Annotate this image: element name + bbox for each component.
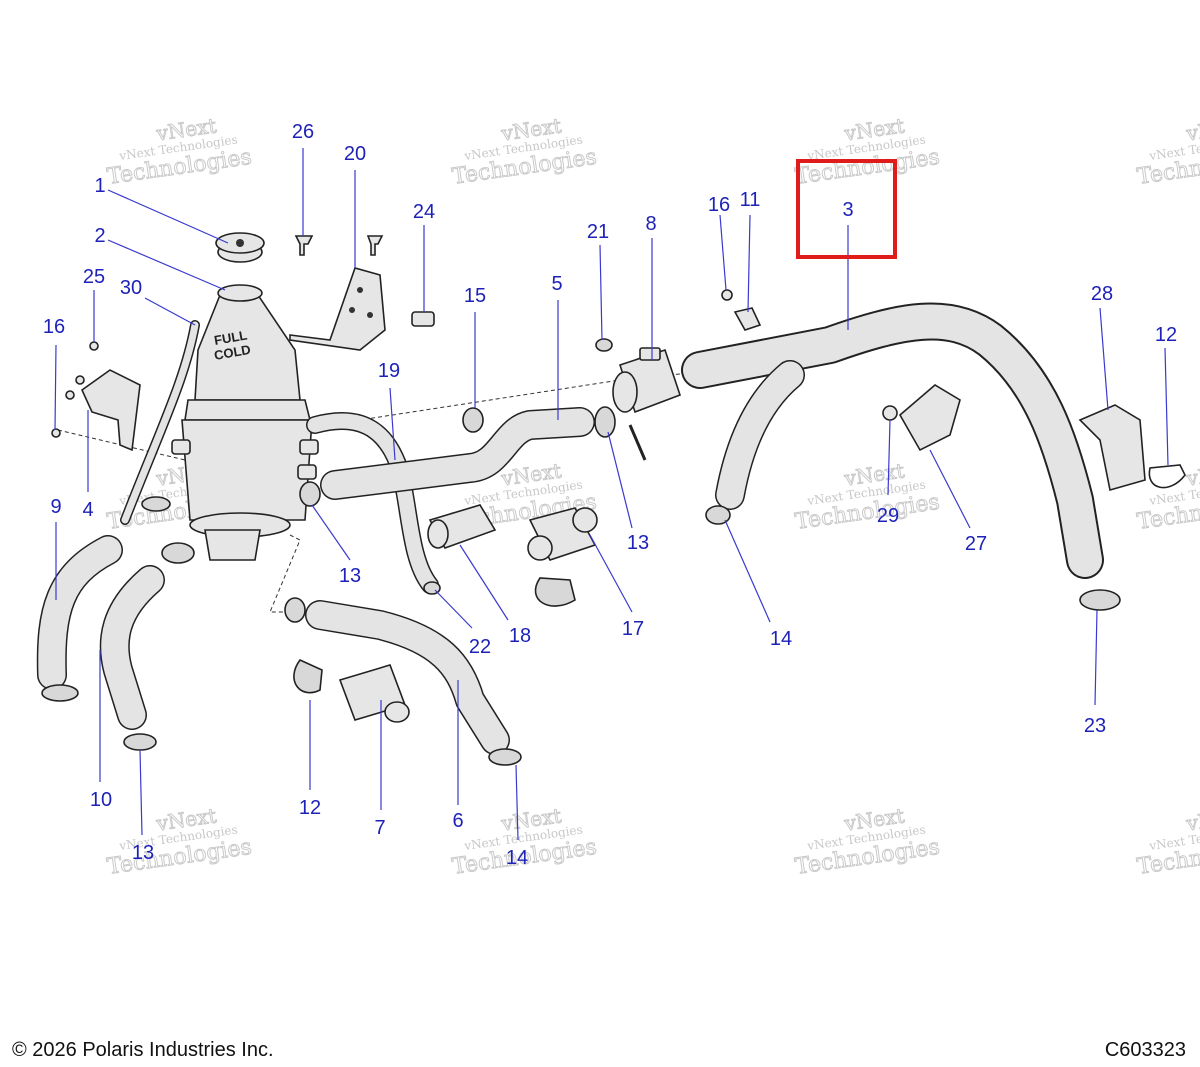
coolant-reservoir: FULL COLD [171,284,319,561]
svg-text:vNext: vNext [1184,803,1200,835]
callout-13-right: 13 [627,532,649,554]
callout-13-center: 13 [339,565,361,587]
callout-19: 19 [378,360,400,382]
radiator-cap [215,232,265,263]
callout-17: 17 [622,618,644,640]
clamps [41,338,1186,766]
watermark: vNext Technologies vNext Technologies [793,458,942,535]
callout-12-bottom: 12 [299,797,321,819]
watermark: vNext Technologies vNext Technologies [450,113,599,190]
hose-6 [306,601,509,754]
bracket-27 [898,384,961,452]
callout-8: 8 [645,213,656,235]
callout-11: 11 [740,189,761,211]
tee-17 [527,507,598,561]
svg-text:vNext: vNext [1184,458,1200,490]
nut-29 [882,405,898,421]
callout-3: 3 [842,199,853,221]
callout-28: 28 [1091,283,1113,305]
callout-30: 30 [120,277,142,299]
watermark: vNext Technologies vNext Technologies [1135,803,1200,880]
callout-25: 25 [83,266,105,288]
leader-lines [54,148,1169,841]
callouts: 1 2 3 4 5 6 7 8 9 10 11 12 12 13 13 13 1… [43,121,1177,869]
watermark: vNext Technologies vNext Technologies [793,803,942,880]
fitting-18 [427,504,497,549]
copyright-text: © 2026 Polaris Industries Inc. [12,1039,274,1061]
hose-10 [101,566,164,729]
callout-7: 7 [374,817,385,839]
callout-20: 20 [344,143,366,165]
parts: FULL COLD [36,232,1186,766]
mount-plate [80,369,141,452]
callout-1: 1 [94,175,105,197]
watermark: vNext Technologies vNext Technologies [793,113,942,190]
highlight-box [796,159,897,259]
elbow-28 [1078,404,1146,492]
hose-19 [307,413,438,593]
callout-26: 26 [292,121,314,143]
callout-4: 4 [82,499,93,521]
callout-14-right: 14 [770,628,792,650]
mount-bracket [289,267,386,351]
callout-13-bottom: 13 [132,842,154,864]
callout-22: 22 [469,636,491,658]
callout-14-bottom: 14 [506,847,528,869]
callout-24: 24 [413,201,435,223]
watermark: vNext Technologies vNext Technologies [105,803,254,880]
watermark: vNext Technologies vNext Technologies [450,803,599,880]
callout-5: 5 [551,273,562,295]
tank-label-cold: COLD [213,342,252,363]
bracket-11 [733,307,762,331]
callout-18: 18 [509,625,531,647]
callout-2: 2 [94,225,105,247]
callout-21: 21 [587,221,609,243]
watermark: vNext Technologies vNext Technologies [1135,113,1200,190]
callout-15: 15 [464,285,486,307]
callout-6: 6 [452,810,463,832]
hose-14-branch [716,361,804,509]
callout-10: 10 [90,789,112,811]
callout-27: 27 [965,533,987,555]
hose-9 [38,536,122,689]
svg-text:vNext: vNext [1184,113,1200,145]
hose-5 [321,408,594,499]
connector [411,311,435,327]
callout-12-right: 12 [1155,324,1177,346]
tank-label-full: FULL [213,327,248,348]
watermark: vNext Technologies vNext Technologies [105,113,254,190]
callout-16-right: 16 [708,194,730,216]
hose-3 [683,304,1102,577]
callout-9: 9 [50,496,61,518]
coupler-7 [338,664,410,723]
housing-8 [612,347,682,414]
callout-29: 29 [877,505,899,527]
drawing-id: C603323 [1104,1039,1186,1061]
callout-16-left: 16 [43,316,65,338]
push-rivets [294,235,384,256]
callout-23: 23 [1084,715,1106,737]
bolts [51,289,733,438]
